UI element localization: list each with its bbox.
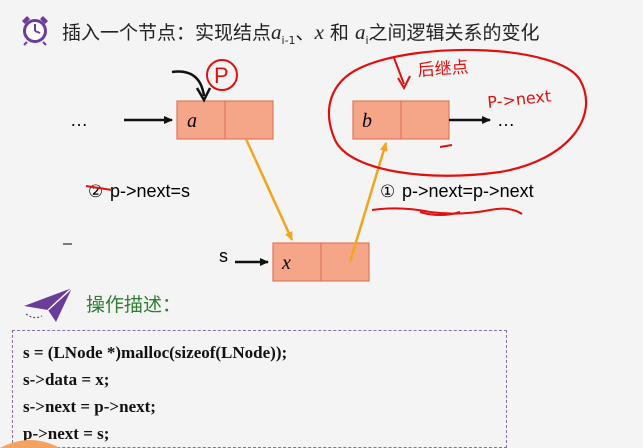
step-2-red-strike: [85, 185, 113, 191]
node-a-label: a: [187, 110, 197, 132]
code-block: s = (LNode *)malloc(sizeof(LNode)); s->d…: [12, 330, 507, 448]
node-b-next-cell: [400, 100, 450, 140]
right-ellipsis: …: [497, 110, 515, 130]
p-pointer-arrowhead: [195, 87, 212, 103]
operations-title: 操作描述：: [86, 294, 182, 316]
node-x-label: x: [281, 252, 291, 274]
step-1-red-underline: [371, 207, 523, 215]
linked-list-diagram: … a b … x s P 后继点 P->next ② p->next=s ① …: [63, 48, 588, 282]
code-line-1: s = (LNode *)malloc(sizeof(LNode));: [23, 343, 288, 362]
link-a-to-x: [244, 138, 294, 241]
step-1-red-underline-2: [419, 211, 461, 216]
node-a-data-cell: [176, 100, 226, 140]
title-row: 插入一个节点：实现结点ai-1、x 和 ai之间逻辑关系的变化: [18, 10, 643, 50]
red-ellipse-annotation: [327, 48, 588, 177]
p-circle: [206, 59, 238, 91]
node-b-data-cell: [352, 100, 402, 140]
red-down-arrow-annotation: [393, 57, 411, 91]
page-title: 插入一个节点：实现结点ai-1、x 和 ai之间逻辑关系的变化: [62, 20, 540, 47]
step-1-number: ①: [380, 182, 395, 202]
red-tick-mark: [439, 144, 453, 148]
p-label: P: [214, 63, 229, 88]
node-x: x: [272, 242, 370, 282]
code-line-3: s->next = p->next;: [23, 397, 156, 416]
step-2-number: ②: [88, 182, 103, 202]
handwritten-successor-note: 后继点: [417, 57, 469, 81]
node-b-label: b: [362, 110, 372, 132]
node-x-data-cell: [272, 242, 322, 282]
code-line-4: p->next = s;: [23, 424, 110, 443]
corner-decoration: [0, 440, 60, 448]
node-a-next-cell: [224, 100, 274, 140]
node-a: a: [176, 100, 274, 140]
link-x-to-b: [348, 142, 388, 263]
p-pointer-curve: [171, 70, 206, 97]
code-line-2: s->data = x;: [23, 370, 110, 389]
handwritten-pnext-note: P->next: [486, 86, 552, 112]
step-2-statement: p->next=s: [110, 181, 190, 201]
step-1-statement: p->next=p->next: [402, 181, 534, 201]
alarm-clock-icon: [22, 16, 48, 46]
paper-plane-icon: [24, 287, 73, 322]
left-ellipsis: …: [70, 110, 88, 130]
node-x-next-cell: [320, 242, 370, 282]
node-b: b: [352, 100, 450, 140]
s-pointer-label: s: [219, 246, 228, 266]
